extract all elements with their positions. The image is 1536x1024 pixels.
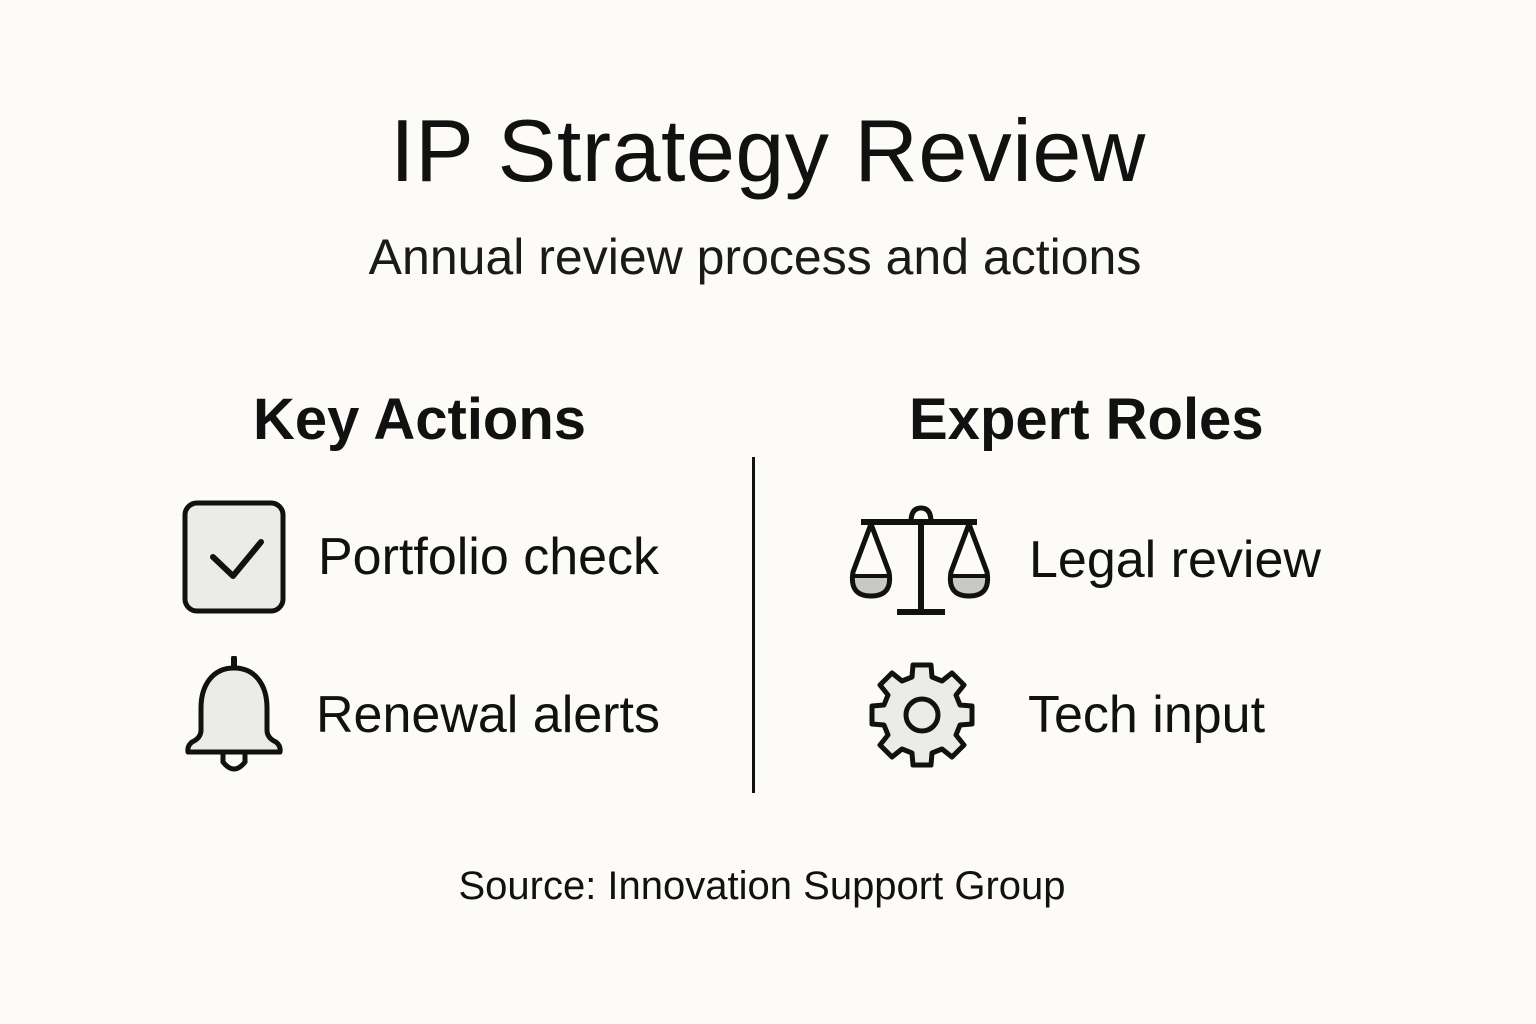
gear-icon <box>869 662 975 768</box>
action-item-renewal-alerts: Renewal alerts <box>184 656 660 774</box>
scales-icon <box>849 505 991 615</box>
column-divider <box>752 457 755 793</box>
role-item-legal-review: Legal review <box>849 500 1321 620</box>
page-title: IP Strategy Review <box>390 101 1146 200</box>
key-actions-heading: Key Actions <box>253 387 587 452</box>
action-item-portfolio-check: Portfolio check <box>182 500 659 614</box>
page-subtitle: Annual review process and actions <box>368 229 1142 285</box>
role-item-tech-input: Tech input <box>866 660 1265 770</box>
expert-roles-heading: Expert Roles <box>909 387 1264 452</box>
role-label: Tech input <box>1028 686 1266 744</box>
action-label: Renewal alerts <box>316 686 660 744</box>
bell-icon <box>185 656 283 772</box>
action-label: Portfolio check <box>318 528 660 586</box>
role-label: Legal review <box>1029 531 1321 589</box>
source-note: Source: Innovation Support Group <box>458 864 1066 908</box>
checkbox-check-icon <box>182 500 286 614</box>
